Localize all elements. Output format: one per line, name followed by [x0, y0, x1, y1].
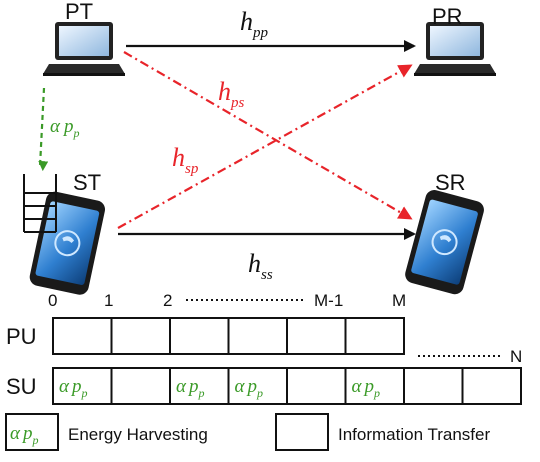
label-hpp: hpp [240, 7, 269, 41]
tick-1: 1 [104, 291, 113, 310]
tick-m-1: M-1 [314, 291, 343, 310]
legend-info-label: Information Transfer [338, 425, 490, 444]
pu-slot [286, 317, 347, 355]
pu-slot [344, 317, 405, 355]
pu-row-label: PU [6, 324, 37, 349]
pu-slot [52, 317, 113, 355]
tick-0: 0 [48, 291, 57, 310]
pr-laptop-icon [414, 22, 496, 76]
su-slot-information-transfer [403, 367, 464, 405]
pu-slot [110, 317, 171, 355]
st-phone-icon [29, 191, 106, 295]
pt-laptop-icon [43, 22, 125, 76]
node-label-st: ST [73, 170, 101, 195]
su-row-label: SU [6, 374, 37, 399]
tick-m: M [392, 291, 406, 310]
su-end-label: N [510, 347, 522, 366]
label-hss: hss [248, 249, 273, 283]
battery-icon [23, 174, 57, 233]
node-label-pt: PT [65, 0, 93, 24]
legend-energy-label: Energy Harvesting [68, 425, 208, 444]
label-hps: hps [218, 77, 245, 111]
timeline-ticks: 0 1 2 M-1 M [48, 291, 406, 310]
node-label-sr: SR [435, 170, 466, 195]
pu-slot [227, 317, 288, 355]
tick-2: 2 [163, 291, 172, 310]
su-slot-information-transfer [110, 367, 171, 405]
legend-energy-swatch [5, 413, 59, 451]
su-slot-information-transfer [461, 367, 522, 405]
arrow-hsp [117, 64, 413, 229]
legend-info-swatch [275, 413, 329, 451]
label-hsp: hsp [172, 143, 199, 177]
sr-phone-icon [405, 190, 484, 295]
arrow-energy [38, 87, 49, 172]
pu-slot [169, 317, 230, 355]
pu-timeline-row [52, 317, 405, 355]
node-label-pr: PR [432, 4, 463, 29]
arrow-hps [123, 51, 413, 220]
su-slot-information-transfer [286, 367, 347, 405]
